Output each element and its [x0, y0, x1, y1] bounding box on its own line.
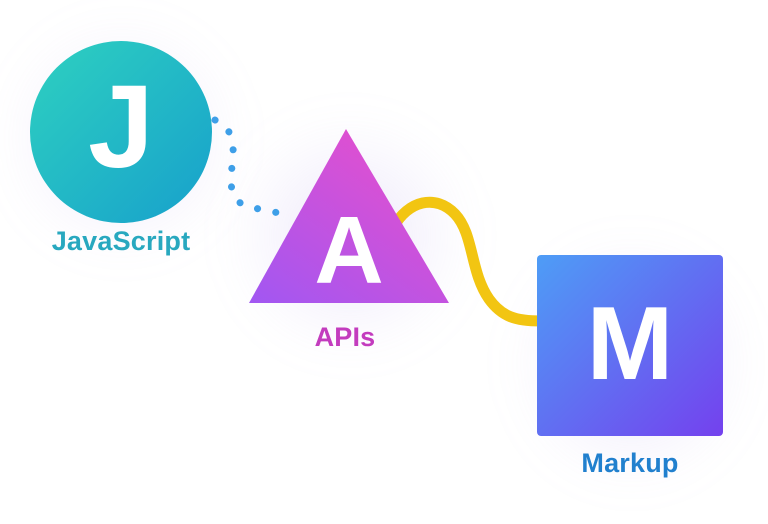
markup-square-node: M [537, 255, 723, 436]
javascript-label: JavaScript [51, 226, 191, 256]
javascript-letter: J [88, 61, 154, 193]
apis-letter: A [314, 197, 384, 304]
apis-to-markup-curve-connector [387, 196, 547, 327]
javascript-circle-node: J [30, 41, 212, 223]
javascript-to-apis-dotted-connector [211, 116, 287, 218]
apis-label: APIs [314, 322, 376, 352]
markup-letter: M [586, 285, 674, 402]
markup-label: Markup [581, 448, 679, 478]
